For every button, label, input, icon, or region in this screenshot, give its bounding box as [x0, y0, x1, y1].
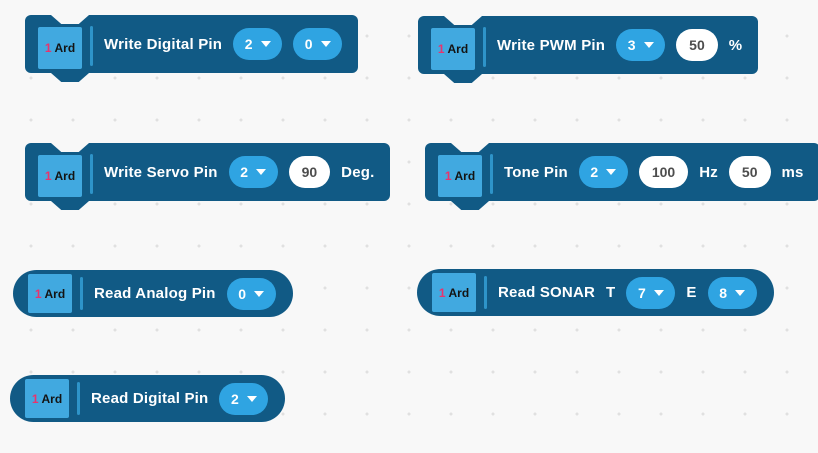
number-input-field[interactable]: 90 — [288, 156, 331, 188]
connector-notch — [451, 143, 489, 152]
dropdown-value: 2 — [244, 36, 253, 52]
badge-divider — [90, 26, 93, 66]
pin-dropdown[interactable]: 2 — [228, 156, 278, 188]
badge-number: 1 — [34, 286, 42, 301]
block-label: Write PWM Pin — [497, 36, 606, 54]
pin-dropdown[interactable]: 2 — [219, 382, 269, 415]
dropdown-value: 2 — [230, 390, 239, 407]
block-label: Read SONAR — [498, 284, 596, 301]
badge-divider — [80, 277, 83, 310]
dropdown-value: 0 — [238, 285, 247, 302]
caret-down-icon — [735, 289, 746, 296]
connector-bump — [51, 201, 89, 210]
badge-label: Ard — [44, 286, 66, 301]
badge-number: 1 — [44, 169, 52, 183]
badge-divider — [90, 154, 93, 194]
block-label: % — [728, 36, 743, 54]
connector-notch — [51, 143, 89, 152]
input-value: 50 — [689, 37, 705, 53]
dropdown-value: 2 — [590, 164, 599, 180]
badge-label: Ard — [54, 41, 76, 55]
caret-down-icon — [260, 41, 271, 47]
pin-dropdown[interactable]: 2 — [578, 156, 628, 188]
badge-number: 1 — [31, 391, 39, 406]
block-label: Tone Pin — [504, 163, 568, 181]
dropdown-value: 3 — [627, 37, 636, 53]
dropdown-value: 0 — [304, 36, 313, 52]
badge-divider — [483, 27, 486, 67]
caret-down-icon — [255, 169, 266, 175]
badge-number: 1 — [44, 41, 52, 55]
connector-notch — [444, 16, 482, 25]
badge-label: Ard — [41, 391, 63, 406]
connector-notch — [51, 15, 89, 24]
block-label: Read Digital Pin — [91, 390, 209, 407]
badge-divider — [77, 382, 80, 415]
badge-label: Ard — [447, 42, 469, 56]
badge-label: Ard — [454, 169, 476, 183]
badge-label: Ard — [448, 285, 470, 300]
block-label: Read Analog Pin — [94, 285, 216, 302]
badge-number: 1 — [438, 285, 446, 300]
badge-number: 1 — [444, 169, 452, 183]
pin-dropdown[interactable]: 0 — [226, 277, 276, 310]
block-label: T — [606, 284, 616, 301]
pin-dropdown[interactable]: 0 — [293, 28, 343, 60]
caret-down-icon — [320, 41, 331, 47]
block-label: Deg. — [341, 163, 375, 181]
pin-dropdown[interactable]: 7 — [626, 276, 676, 309]
input-value: 90 — [301, 164, 318, 180]
caret-down-icon — [606, 169, 617, 175]
number-input-field[interactable]: 50 — [676, 29, 718, 61]
number-input-field[interactable]: 50 — [728, 156, 771, 188]
caret-down-icon — [643, 42, 654, 48]
caret-down-icon — [246, 395, 257, 402]
connector-bump — [444, 74, 482, 83]
block-label: Write Digital Pin — [104, 35, 223, 53]
badge-number: 1 — [437, 42, 445, 56]
pin-dropdown[interactable]: 3 — [616, 29, 666, 61]
dropdown-value: 7 — [638, 284, 646, 301]
block-label: E — [686, 284, 697, 301]
connector-bump — [451, 201, 489, 210]
caret-down-icon — [653, 289, 664, 296]
dropdown-value: 2 — [240, 164, 248, 180]
pin-dropdown[interactable]: 2 — [233, 28, 283, 60]
pin-dropdown[interactable]: 8 — [707, 276, 757, 309]
badge-label: Ard — [54, 169, 76, 183]
input-value: 100 — [651, 164, 676, 180]
block-label: ms — [781, 163, 804, 181]
badge-divider — [484, 276, 487, 309]
input-value: 50 — [741, 164, 758, 180]
number-input-field[interactable]: 100 — [638, 156, 689, 188]
caret-down-icon — [254, 290, 265, 297]
connector-bump — [51, 73, 89, 82]
badge-divider — [490, 154, 493, 194]
block-label: Write Servo Pin — [104, 163, 218, 181]
dropdown-value: 8 — [719, 284, 728, 301]
block-label: Hz — [699, 163, 718, 181]
